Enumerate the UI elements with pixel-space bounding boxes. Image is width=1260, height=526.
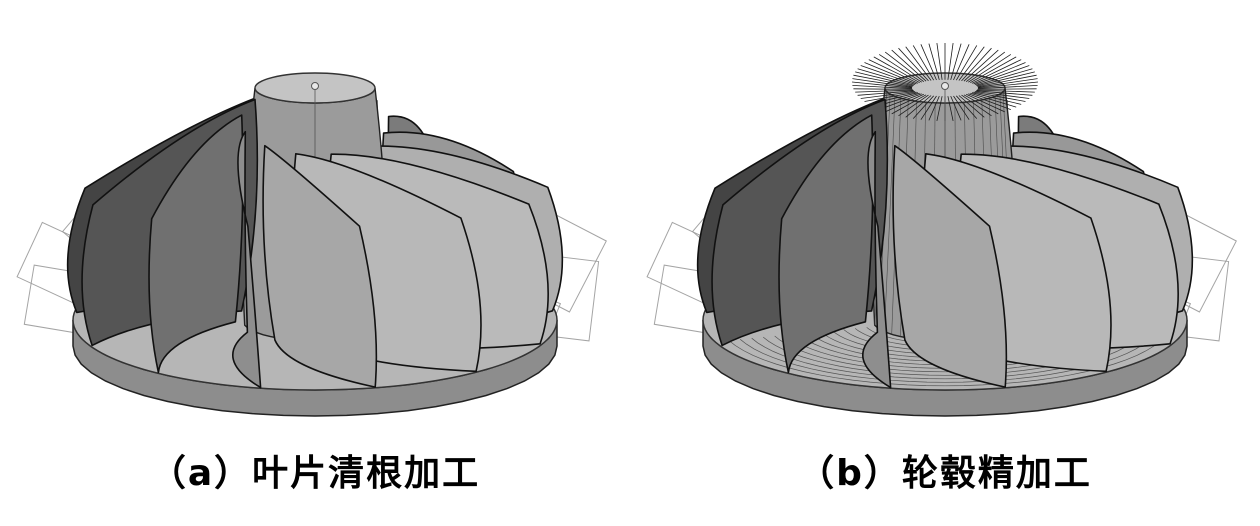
panel-a: （a）叶片清根加工 bbox=[16, 72, 607, 494]
impeller-render-blade-root-machining-icon bbox=[16, 72, 607, 417]
caption-a: （a）叶片清根加工 bbox=[149, 453, 481, 494]
impeller-render-hub-finishing-icon bbox=[646, 43, 1237, 417]
panel-b: （b）轮毂精加工 bbox=[630, 0, 1260, 526]
caption-b: （b）轮毂精加工 bbox=[798, 453, 1092, 494]
